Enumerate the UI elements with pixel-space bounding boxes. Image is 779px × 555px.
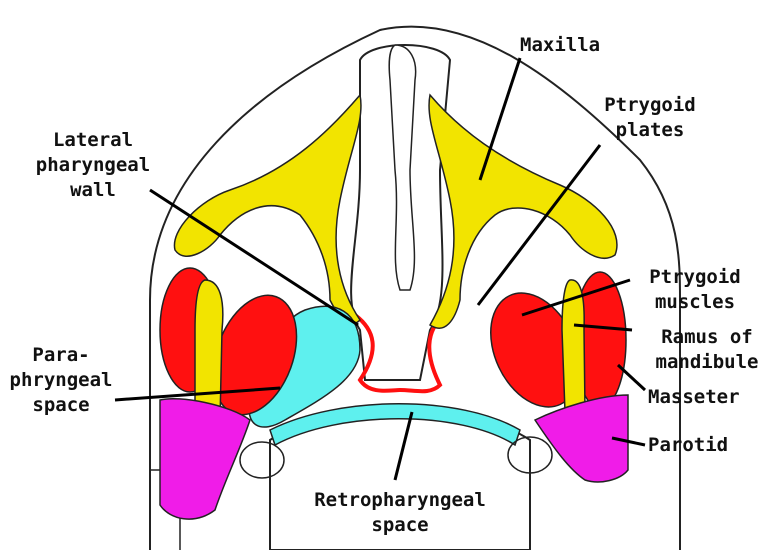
vessel-right-outline <box>507 436 553 474</box>
maxilla-right-shape <box>428 93 618 329</box>
label-parapharyngeal-space: Para- phryngeal space <box>6 343 116 418</box>
label-ptrygoid-plates: Ptrygoid plates <box>590 93 710 143</box>
label-para-line1: Para- <box>32 344 90 366</box>
leader-ramus <box>573 323 633 332</box>
label-lateral-wall-line2: pharyngeal <box>35 154 151 176</box>
leader-ptrygoid-muscles <box>521 278 631 317</box>
label-maxilla: Maxilla <box>520 34 601 56</box>
label-lateral-wall-line3: wall <box>70 179 116 201</box>
leader-parapharyngeal <box>114 386 281 402</box>
label-ptrygoid-plates-line1: Ptrygoid <box>604 94 696 116</box>
label-ptrygoid-muscles-line2: muscles <box>654 291 736 313</box>
label-masseter: Masseter <box>648 386 740 408</box>
vessel-left-outline <box>239 441 285 479</box>
label-lateral-wall-line1: Lateral <box>52 129 134 151</box>
label-para-line2: phryngeal <box>9 369 113 391</box>
leader-ptrygoid-plates <box>476 144 602 306</box>
label-ptrygoid-muscles-line1: Ptrygoid <box>649 266 741 288</box>
label-ptrygoid-muscles: Ptrygoid muscles <box>635 265 755 315</box>
label-ptrygoid-plates-line2: plates <box>615 119 685 141</box>
septum-inner-shape <box>388 44 417 291</box>
label-ramus-line2: mandibule <box>655 351 759 373</box>
maxilla-left-shape <box>173 93 362 325</box>
label-parotid: Parotid <box>648 434 729 456</box>
leader-retropharyngeal <box>393 411 414 481</box>
head-outline <box>149 25 681 550</box>
leader-lateral-wall <box>149 188 359 327</box>
leader-masseter <box>616 363 647 392</box>
ramus-left-shape <box>194 279 224 421</box>
label-ramus-line1: Ramus of <box>661 326 753 348</box>
label-ramus-of-mandibule: Ramus of mandibule <box>642 325 772 375</box>
label-para-line3: space <box>32 394 90 416</box>
parotid-right-shape <box>533 394 629 483</box>
parotid-left-shape <box>159 397 251 520</box>
lateral-pharyngeal-wall-shape <box>353 313 447 394</box>
leader-lines <box>114 57 647 481</box>
label-retro-line2: space <box>371 514 429 536</box>
retropharyngeal-space-shape <box>269 403 521 447</box>
label-retropharyngeal-space: Retropharyngeal space <box>290 488 510 538</box>
label-retro-line1: Retropharyngeal <box>314 489 486 511</box>
leader-parotid <box>611 436 646 447</box>
label-lateral-pharyngeal-wall: Lateral pharyngeal wall <box>18 128 168 203</box>
leader-maxilla <box>478 57 522 181</box>
